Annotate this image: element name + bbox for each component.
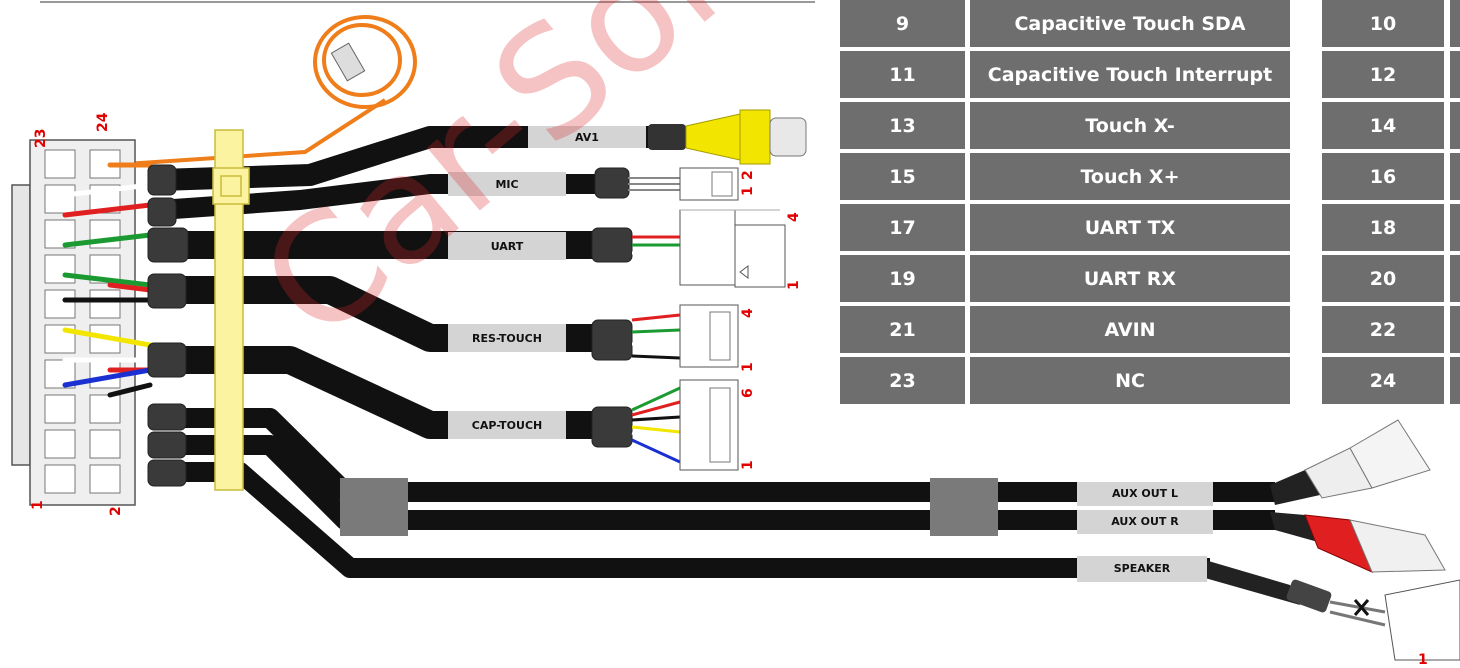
- pin-number-a: 15: [840, 153, 965, 200]
- label-aux-out-l: AUX OUT L: [1077, 482, 1213, 506]
- pin-number-b: 20: [1322, 255, 1444, 302]
- cable-tie: [212, 129, 250, 491]
- uart-pin-4: 4: [786, 212, 802, 222]
- pin-number-a: 23: [840, 357, 965, 404]
- cap-touch-pin-1: 1: [740, 460, 756, 470]
- pin-number-b: 16: [1322, 153, 1444, 200]
- table-row: 17 UART TX 18: [840, 204, 1460, 251]
- aux-sleeves: [340, 478, 998, 536]
- table-row: 9 Capacitive Touch SDA 10: [840, 0, 1460, 47]
- label-mic: MIC: [448, 172, 566, 196]
- label-cap-touch: CAP-TOUCH: [448, 411, 566, 439]
- pin-function-b-cut: [1450, 153, 1460, 200]
- cable-boots: [147, 164, 633, 487]
- pin-function-b-cut: [1450, 204, 1460, 251]
- uart-connector: [632, 209, 786, 288]
- connector-wire-stubs: [62, 162, 153, 398]
- pin-function: Capacitive Touch Interrupt: [970, 51, 1290, 98]
- label-aux-out-r: AUX OUT R: [1077, 510, 1213, 534]
- speaker-pin-1: 1: [1418, 652, 1428, 668]
- pin-number-a: 9: [840, 0, 965, 47]
- pin-function-b-cut: [1450, 306, 1460, 353]
- label-aux-out-r-text: AUX OUT R: [1111, 515, 1179, 528]
- cap-touch-connector: [631, 379, 739, 471]
- pin-number-b: 10: [1322, 0, 1444, 47]
- pin-number-b: 22: [1322, 306, 1444, 353]
- label-av1-text: AV1: [575, 131, 599, 144]
- label-aux-out-l-text: AUX OUT L: [1112, 487, 1178, 500]
- mic-connector: [628, 167, 739, 201]
- main-24pin-connector: [11, 139, 136, 506]
- table-row: 23 NC 24: [840, 357, 1460, 404]
- pin-number-a: 13: [840, 102, 965, 149]
- pin-function: UART RX: [970, 255, 1290, 302]
- pin-function: NC: [970, 357, 1290, 404]
- pin-function: Touch X-: [970, 102, 1290, 149]
- pin-number-b: 24: [1322, 357, 1444, 404]
- mic-pin-2: 2: [740, 170, 756, 180]
- pin-marker-24: 24: [95, 112, 111, 132]
- label-av1: AV1: [528, 126, 646, 148]
- pin-function: UART TX: [970, 204, 1290, 251]
- label-uart-text: UART: [491, 240, 524, 253]
- label-res-touch-text: RES-TOUCH: [472, 332, 542, 345]
- pin-function-b-cut: [1450, 357, 1460, 404]
- label-speaker-text: SPEAKER: [1114, 562, 1171, 575]
- label-speaker: SPEAKER: [1077, 556, 1207, 582]
- table-row: 21 AVIN 22: [840, 306, 1460, 353]
- pin-number-b: 14: [1322, 102, 1444, 149]
- label-cap-touch-text: CAP-TOUCH: [472, 419, 542, 432]
- pin-function-b-cut: [1450, 0, 1460, 47]
- table-row: 13 Touch X- 14: [840, 102, 1460, 149]
- pin-assignment-table: 9 Capacitive Touch SDA 10 11 Capacitive …: [840, 0, 1460, 406]
- pin-function-b-cut: [1450, 51, 1460, 98]
- label-uart: UART: [448, 232, 566, 260]
- pin-function: AVIN: [970, 306, 1290, 353]
- res-touch-pin-1: 1: [740, 362, 756, 372]
- pin-function: Capacitive Touch SDA: [970, 0, 1290, 47]
- aux-out-r-rca-red-plug: [1270, 512, 1446, 573]
- pin-number-a: 19: [840, 255, 965, 302]
- speaker-connector: [1205, 560, 1460, 661]
- label-res-touch: RES-TOUCH: [448, 324, 566, 352]
- pin-marker-1: 1: [30, 500, 46, 510]
- pin-number-b: 18: [1322, 204, 1444, 251]
- table-row: 19 UART RX 20: [840, 255, 1460, 302]
- label-mic-text: MIC: [495, 178, 518, 191]
- mic-pin-1: 1: [740, 186, 756, 196]
- av1-rca-yellow-plug: [648, 109, 807, 165]
- pin-number-b: 12: [1322, 51, 1444, 98]
- pin-function-b-cut: [1450, 102, 1460, 149]
- res-touch-connector: [631, 304, 739, 368]
- pin-marker-2: 2: [108, 506, 124, 516]
- aux-out-l-rca-white-plug: [1270, 419, 1431, 505]
- table-row: 11 Capacitive Touch Interrupt 12: [840, 51, 1460, 98]
- table-row: 15 Touch X+ 16: [840, 153, 1460, 200]
- cap-touch-pin-6: 6: [740, 388, 756, 398]
- pin-function: Touch X+: [970, 153, 1290, 200]
- pin-number-a: 17: [840, 204, 965, 251]
- orange-coiled-wire: [109, 15, 417, 167]
- uart-pin-1: 1: [786, 280, 802, 290]
- pin-number-a: 11: [840, 51, 965, 98]
- pin-function-b-cut: [1450, 255, 1460, 302]
- pin-marker-23: 23: [33, 129, 49, 148]
- pin-number-a: 21: [840, 306, 965, 353]
- res-touch-pin-4: 4: [740, 308, 756, 318]
